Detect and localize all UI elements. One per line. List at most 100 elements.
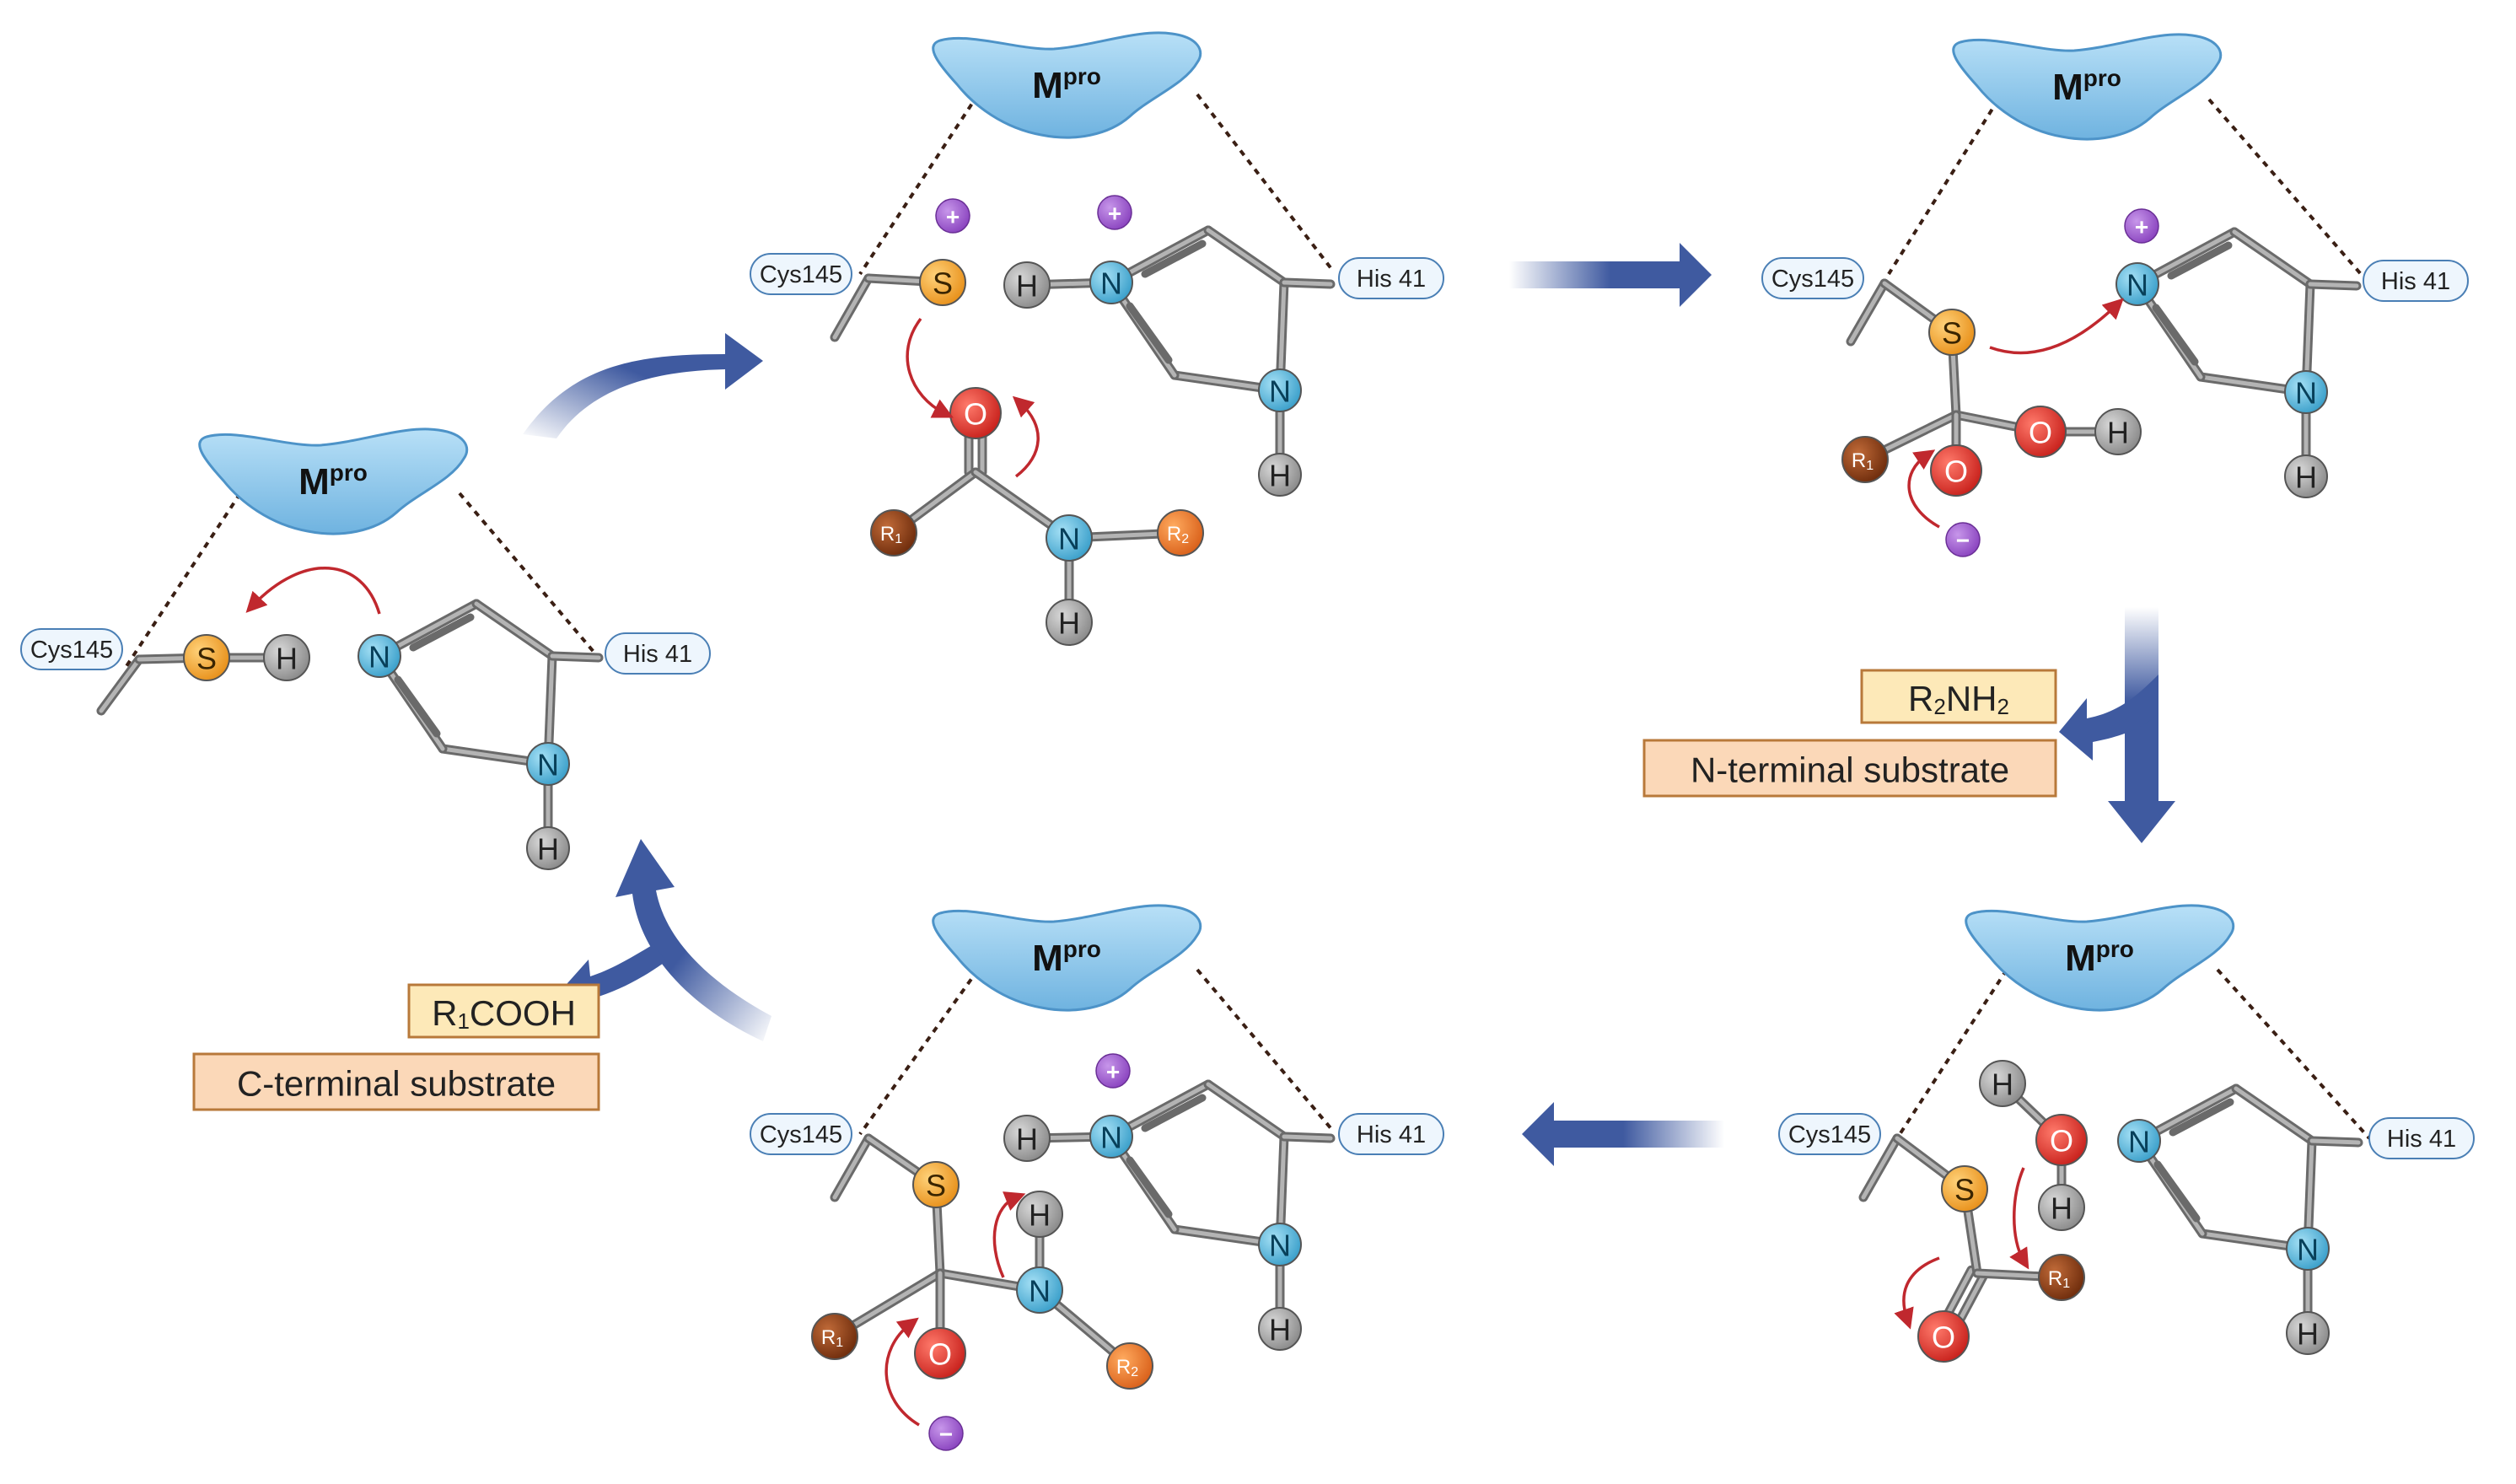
mpro-enzyme: Mpro	[198, 427, 469, 535]
atom-h: H	[1016, 1191, 1063, 1238]
atom-label: S	[196, 642, 217, 676]
atom-label: S	[933, 266, 953, 301]
atom-sphere	[1979, 1060, 2026, 1107]
c-term-formula-box: R1COOH	[407, 983, 600, 1039]
process-arrow	[1522, 1102, 1724, 1166]
atom-label: S	[1942, 316, 1962, 351]
charge-sign: −	[1956, 528, 1970, 554]
atom-sphere	[358, 634, 401, 678]
atom-h: H	[2038, 1184, 2085, 1231]
charge-sign: +	[1106, 1059, 1120, 1085]
atom-sphere	[1046, 514, 1093, 562]
r-letter: R	[1116, 1356, 1131, 1379]
r-letter: R	[1852, 449, 1866, 472]
atom-n: N	[1016, 1266, 1063, 1314]
dashed-link	[2216, 968, 2371, 1140]
product-box	[407, 983, 600, 1039]
atom-sphere	[870, 509, 917, 556]
atom-sphere	[1941, 1165, 1988, 1212]
negative-charge: −	[1945, 522, 1981, 557]
bond-highlight	[2232, 229, 2313, 287]
atom-h: H	[2094, 408, 2142, 455]
charge-sign: +	[1108, 201, 1121, 227]
atom-s: S	[183, 634, 230, 681]
dashed-link	[1887, 98, 2000, 276]
atom-n: N	[2117, 1119, 2161, 1163]
atom-r2: R2	[1157, 509, 1204, 556]
enzyme-superscript: pro	[2096, 936, 2134, 962]
bond-highlight	[1282, 280, 1333, 287]
ring-double	[1126, 302, 1173, 364]
atom-n: N	[1258, 368, 1302, 412]
atom-label: H	[1269, 459, 1291, 493]
electron-arrow	[1012, 395, 1040, 478]
charge-sphere	[1095, 1053, 1131, 1089]
mpro-enzyme: Mpro	[932, 31, 1202, 139]
atom-label: H	[1992, 1067, 2013, 1102]
atom-r1: R1	[2038, 1254, 2085, 1301]
atom-sphere	[1089, 1115, 1133, 1159]
atom-h: H	[1258, 453, 1302, 497]
atom-label: S	[926, 1169, 946, 1203]
atom-label: H	[2295, 460, 2317, 495]
ring-double	[2169, 1098, 2234, 1137]
atom-sphere	[2286, 1227, 2330, 1271]
atom-sphere	[1003, 1115, 1051, 1162]
electron-arrow	[1989, 298, 2124, 355]
atom-sphere	[1003, 261, 1051, 309]
residue-pill	[1761, 257, 1864, 299]
ring-double	[2152, 304, 2199, 366]
dashed-link	[2207, 98, 2363, 276]
residue-label: His 41	[1357, 266, 1426, 293]
charge-sphere	[2124, 208, 2159, 244]
atom-n: N	[1046, 514, 1093, 562]
r-letter: R	[1167, 523, 1181, 546]
ring-double	[1141, 239, 1207, 278]
release-branch	[2059, 675, 2158, 761]
ring-double	[409, 613, 475, 652]
formula-part: R	[432, 993, 457, 1033]
atom-sphere	[1258, 368, 1302, 412]
enzyme-superscript: pro	[2083, 65, 2121, 91]
process-arrow	[1509, 243, 1712, 307]
residue-his41: His 41	[605, 632, 711, 675]
atom-h: H	[263, 634, 310, 681]
atom-h: H	[1003, 261, 1051, 309]
atom-sphere	[1046, 599, 1093, 646]
atom-sphere	[2014, 406, 2067, 458]
atom-label: O	[2029, 416, 2052, 450]
bond-highlight	[550, 653, 601, 660]
atom-n: N	[1258, 1223, 1302, 1266]
enzyme-shape	[1965, 904, 2235, 1012]
bond-highlight	[1206, 228, 1287, 285]
atom-sphere	[526, 826, 570, 870]
bond-highlight	[1848, 281, 1887, 344]
charge-sphere	[1097, 195, 1132, 230]
atom-r1: R1	[1841, 436, 1889, 483]
atom-label: S	[1954, 1173, 1975, 1207]
atom-r2: R2	[1106, 1342, 1153, 1390]
bond-highlight	[2308, 282, 2359, 288]
atom-label: H	[2051, 1191, 2072, 1226]
atom-h: H	[1258, 1307, 1302, 1351]
ring-double	[2153, 1160, 2201, 1223]
atom-label: N	[1029, 1274, 1051, 1309]
atom-sphere	[2115, 262, 2159, 306]
enzyme-name: M	[2065, 938, 2096, 979]
residue-pill	[1338, 257, 1444, 299]
r-letter: R	[880, 523, 895, 546]
atom-sphere	[914, 1327, 966, 1379]
electron-arrow	[1894, 1256, 1940, 1330]
c-term-label-box: C-terminal substrate	[192, 1052, 600, 1111]
product-box	[1860, 669, 2057, 724]
r-subscript: 1	[836, 1336, 843, 1350]
enzyme-name: M	[298, 461, 330, 503]
positive-charge: +	[935, 198, 970, 234]
residue-label: His 41	[2381, 268, 2450, 295]
atom-sphere	[2284, 454, 2328, 498]
charge-sphere	[928, 1416, 964, 1451]
charge-sphere	[935, 198, 970, 234]
residue-label: Cys145	[30, 637, 113, 664]
atom-label: N	[1058, 522, 1080, 556]
